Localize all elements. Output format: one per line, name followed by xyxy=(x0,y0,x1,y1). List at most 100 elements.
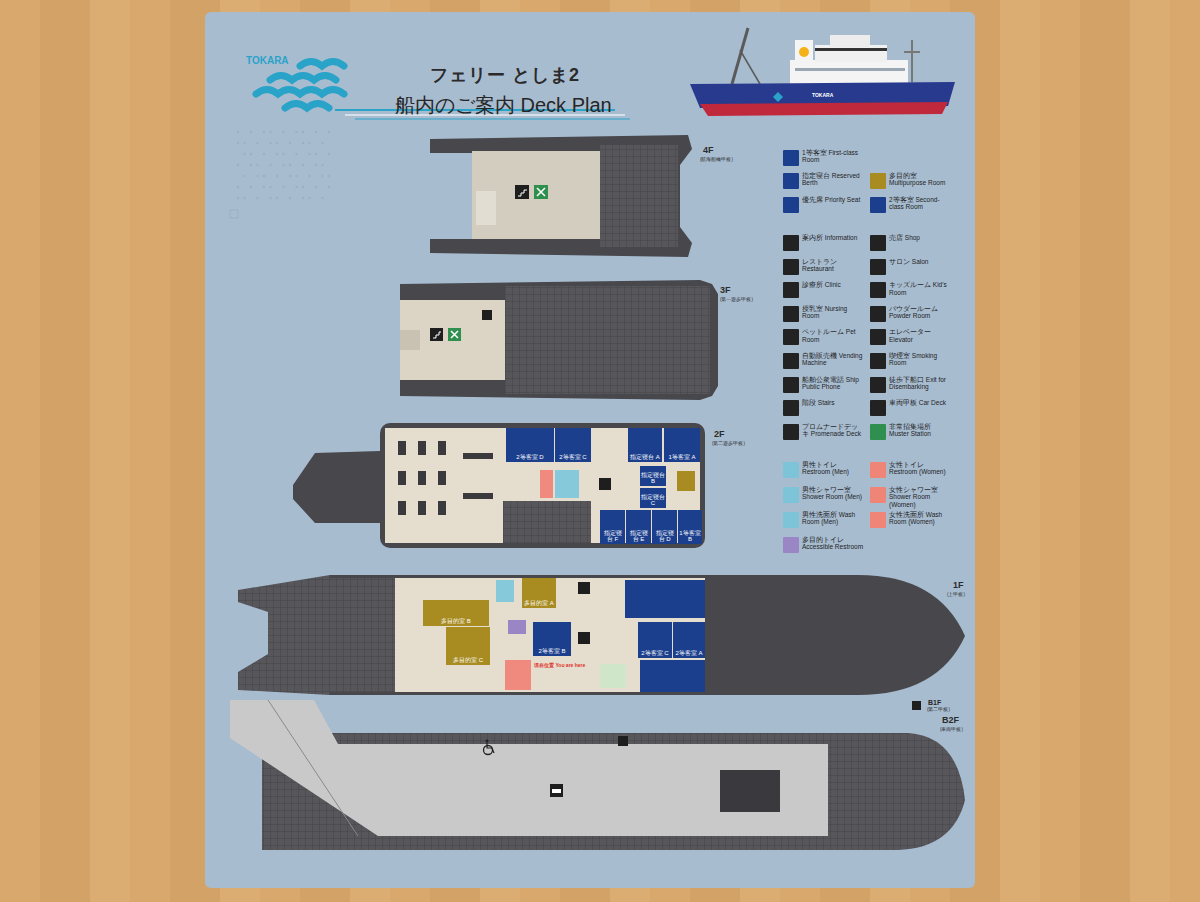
decor-shape xyxy=(518,190,527,196)
decor-shape xyxy=(476,191,496,225)
decor-shape xyxy=(438,501,446,515)
cabin-room: 指定寝台 E xyxy=(626,510,651,544)
legend-text: 男性洗面所 Wash Room (Men) xyxy=(802,511,864,526)
braille-dot xyxy=(302,186,304,188)
braille-dot xyxy=(237,197,239,199)
decor-shape xyxy=(418,441,426,455)
deck-name: (車両甲板) xyxy=(940,728,963,733)
braille-dot xyxy=(308,175,310,177)
legend-text: サロン Salon xyxy=(889,258,951,265)
decor-shape xyxy=(482,310,492,320)
braille-dot xyxy=(243,175,245,177)
deck-outline xyxy=(238,572,968,697)
decor-shape xyxy=(555,470,579,498)
decor-shape xyxy=(640,660,705,692)
legend-swatch xyxy=(783,329,799,345)
legend-swatch xyxy=(783,282,799,298)
decor-shape xyxy=(448,328,461,341)
decor-shape xyxy=(438,441,446,455)
braille-dot xyxy=(282,186,284,188)
decor-shape xyxy=(732,28,748,84)
braille-dot xyxy=(302,197,304,199)
braille-dot xyxy=(256,197,258,199)
decor-shape xyxy=(330,575,965,695)
braille-dot xyxy=(237,142,239,144)
decor-shape xyxy=(578,582,590,594)
decor-shape xyxy=(330,578,395,692)
decor-shape xyxy=(487,743,494,753)
logo-wordmark: TOKARA xyxy=(246,55,289,66)
legend-text: 多目的室 Multipurpose Room xyxy=(889,172,951,187)
decor-shape xyxy=(795,68,905,71)
room-name: 指定寝台 A xyxy=(630,454,660,461)
decor-shape xyxy=(815,45,887,62)
braille-dot xyxy=(237,164,239,166)
deck-name: (第二甲板) xyxy=(927,708,950,713)
braille-dot xyxy=(328,175,330,177)
braille-dot xyxy=(289,175,291,177)
decor-shape xyxy=(625,580,705,618)
you-are-here: 現在位置 You are here xyxy=(534,663,585,669)
room-name: 指定寝台 D xyxy=(653,530,676,543)
decor-shape xyxy=(795,40,813,62)
braille-dot xyxy=(328,186,330,188)
decor-shape xyxy=(830,35,870,47)
legend-swatch xyxy=(870,306,886,322)
braille-dot xyxy=(276,153,278,155)
decor-shape xyxy=(400,330,420,350)
decor-shape xyxy=(380,423,705,548)
legend-text: 非常招集場所 Muster Station xyxy=(889,423,951,438)
legend-text: 徒歩下船口 Exit for Disembarking xyxy=(889,376,951,391)
decor-shape xyxy=(463,453,493,459)
legend-swatch xyxy=(870,197,886,213)
decor-shape xyxy=(496,580,514,602)
decor-shape xyxy=(430,135,692,257)
legend-text: ペットルーム Pet Room xyxy=(802,328,864,343)
braille-dot xyxy=(263,186,265,188)
logo-waves xyxy=(256,62,344,109)
decor-shape xyxy=(515,185,529,199)
decor-shape xyxy=(505,286,710,394)
ship-illustration xyxy=(690,28,955,116)
board-panel xyxy=(205,12,975,888)
decor-shape xyxy=(433,332,441,338)
legend-text: パウダールーム Powder Room xyxy=(889,305,951,320)
legend-text: 2等客室 Second-class Room xyxy=(889,196,951,211)
legend-swatch xyxy=(870,462,886,478)
braille-dot xyxy=(269,186,271,188)
legend-swatch xyxy=(870,353,886,369)
braille-dot xyxy=(243,197,245,199)
deck-level: 2F xyxy=(714,430,725,440)
deck-outline xyxy=(400,280,718,400)
legend-swatch xyxy=(870,487,886,503)
deck-outline xyxy=(228,698,968,854)
braille-dot xyxy=(321,142,323,144)
deck-plan: 4F(航海船橋甲板) xyxy=(430,135,692,257)
braille-mark xyxy=(230,210,238,218)
braille-dot xyxy=(289,142,291,144)
legend-text: プロムナードデッキ Promenade Deck xyxy=(802,423,864,438)
legend-text: エレベーター Elevator xyxy=(889,328,951,343)
decor-shape xyxy=(385,428,593,543)
legend-text: 案内所 Information xyxy=(802,234,864,241)
decor-shape xyxy=(451,331,458,338)
braille-dot xyxy=(295,175,297,177)
subtitle-text: 船内のご案内 Deck Plan xyxy=(395,94,612,116)
deck-name: (航海船橋甲板) xyxy=(700,158,733,163)
braille-dot xyxy=(276,197,278,199)
decor-shape xyxy=(463,493,493,499)
legend-text: 多目的トイレ Accessible Restroom xyxy=(802,536,864,551)
braille-dot xyxy=(263,131,265,133)
legend-text: 船舶公衆電話 Ship Public Phone xyxy=(802,376,864,391)
title-text: フェリー としま2 xyxy=(430,66,580,86)
decor-shape xyxy=(773,92,783,102)
decor-shape xyxy=(400,280,718,400)
braille-dot xyxy=(250,164,252,166)
room-name: 2等客室 C xyxy=(559,454,586,461)
cabin-room: 2等客室 C xyxy=(638,622,672,658)
legend-swatch xyxy=(870,282,886,298)
deck-level: B2F xyxy=(942,716,959,726)
decor-shape xyxy=(400,300,505,380)
legend-swatch xyxy=(783,235,799,251)
